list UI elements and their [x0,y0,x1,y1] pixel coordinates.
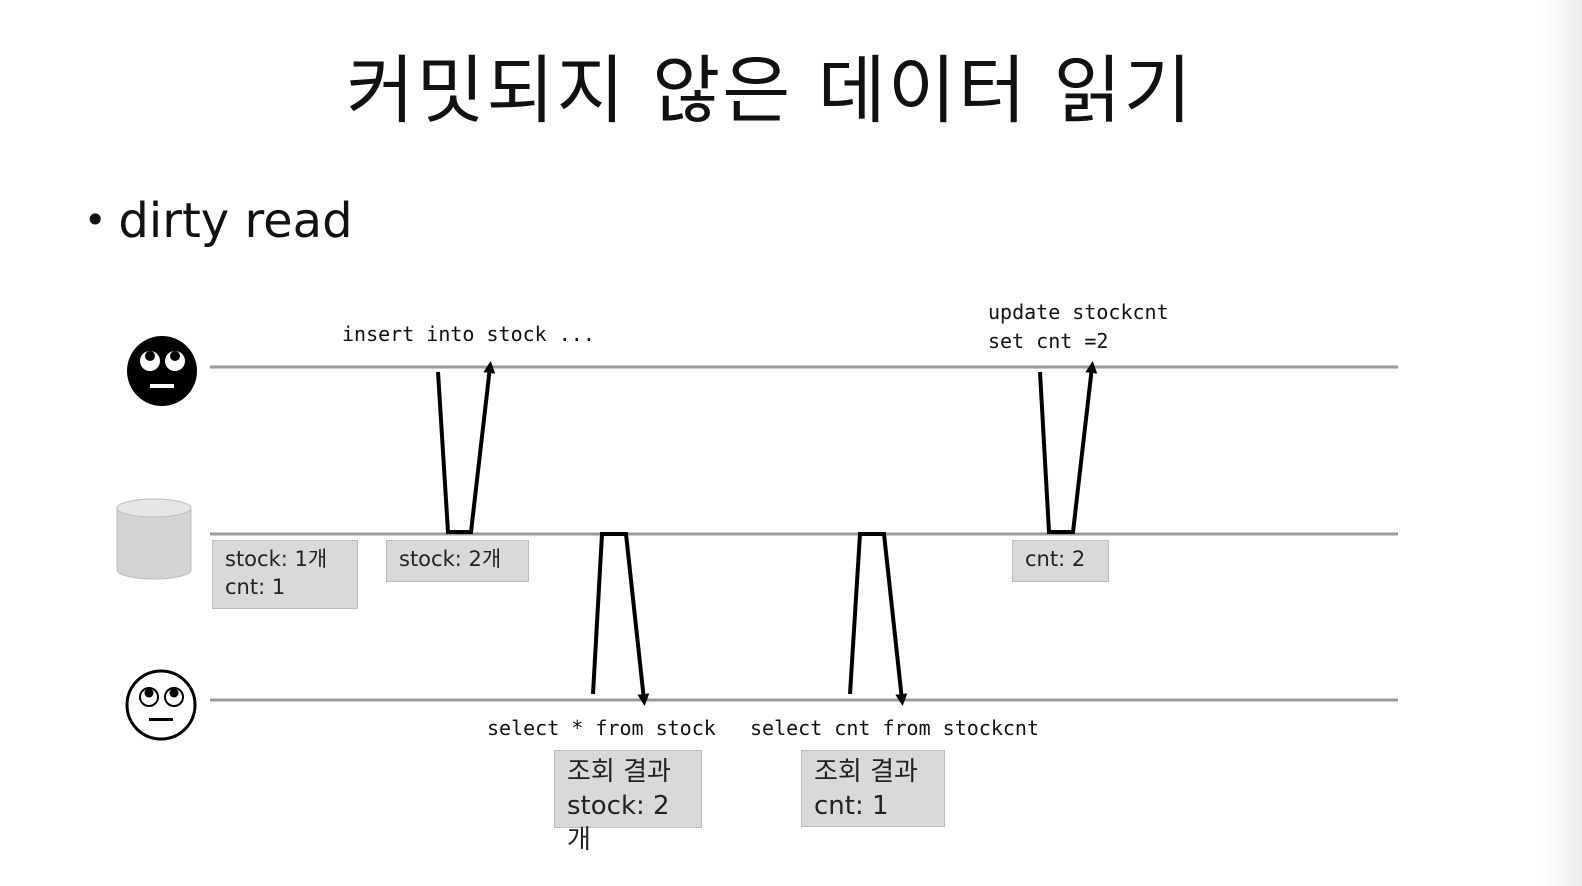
select-cnt-result-value: cnt: 1 [814,791,889,821]
db-state-after-insert-stock: stock: 2개 [399,547,502,571]
update-query-label: update stockcnt set cnt =2 [988,298,1169,356]
select-stock-result: 조회 결과 stock: 2개 [554,750,702,855]
rolling-eyes-face-light-icon [125,669,197,741]
select-stock-result-heading: 조회 결과 [567,757,671,787]
update-query-line1: update stockcnt [988,300,1169,324]
database-cylinder-icon [116,498,192,580]
db-state-initial-cnt: cnt: 1 [225,575,286,599]
insert-request-arrow [436,361,496,534]
select-cnt-result-heading: 조회 결과 [814,757,918,787]
update-query-line2: set cnt =2 [988,329,1109,353]
db-state-after-update-cnt: cnt: 2 [1025,547,1086,571]
rolling-eyes-face-dark-icon [127,336,197,406]
insert-query-label: insert into stock ... [342,322,595,346]
select-stock-query-label: select * from stock [487,716,716,740]
slide-right-edge-shadow [1542,0,1582,886]
update-request-arrow [1038,361,1098,534]
bullet-dot: • [84,198,107,242]
select-cnt-arrow [848,532,908,706]
slide-title: 커밋되지 않은 데이터 읽기 [346,48,1194,134]
db-state-initial: stock: 1개 cnt: 1 [212,540,358,609]
db-state-after-update: cnt: 2 [1012,540,1109,582]
db-state-after-insert: stock: 2개 [386,540,529,582]
select-cnt-result: 조회 결과 cnt: 1 [801,750,945,827]
bullet-item: •dirty read [84,190,353,251]
bullet-text: dirty read [118,193,353,249]
db-state-initial-stock: stock: 1개 [225,547,328,571]
select-stock-arrow [591,532,650,706]
select-stock-result-value: stock: 2개 [567,791,670,855]
select-cnt-query-label: select cnt from stockcnt [750,716,1039,740]
